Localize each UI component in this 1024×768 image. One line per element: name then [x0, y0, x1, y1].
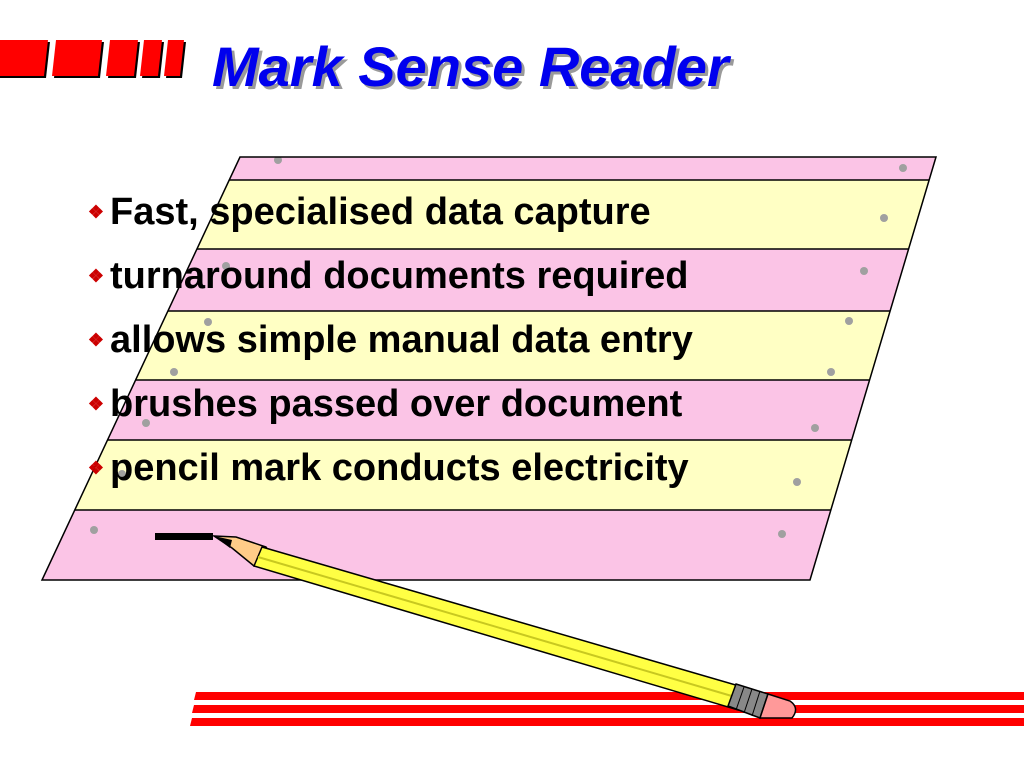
list-item: ❖ brushes passed over document [84, 372, 693, 436]
bullet-text: allows simple manual data entry [110, 318, 693, 361]
bullet-text: turnaround documents required [110, 254, 689, 297]
diamond-bullet-icon: ❖ [87, 201, 105, 222]
turnaround-document-icon [42, 157, 936, 580]
bullet-text: Fast, specialised data capture [110, 190, 651, 233]
list-item: ❖ turnaround documents required [84, 244, 693, 308]
bullet-text: pencil mark conducts electricity [110, 446, 689, 489]
red-bars-logo-icon [0, 40, 186, 78]
diamond-bullet-icon: ❖ [87, 393, 105, 414]
pencil-icon [155, 533, 797, 719]
bullet-text: brushes passed over document [110, 382, 683, 425]
red-stripes-icon [190, 692, 1024, 726]
list-item: ❖ allows simple manual data entry [84, 308, 693, 372]
diamond-bullet-icon: ❖ [87, 265, 105, 286]
bullet-list: ❖ Fast, specialised data capture ❖ turna… [84, 180, 693, 500]
list-item: ❖ Fast, specialised data capture [84, 180, 693, 244]
diamond-bullet-icon: ❖ [87, 329, 105, 350]
diamond-bullet-icon: ❖ [87, 457, 105, 478]
list-item: ❖ pencil mark conducts electricity [84, 436, 693, 500]
slide-title: Mark Sense Reader [212, 35, 729, 98]
